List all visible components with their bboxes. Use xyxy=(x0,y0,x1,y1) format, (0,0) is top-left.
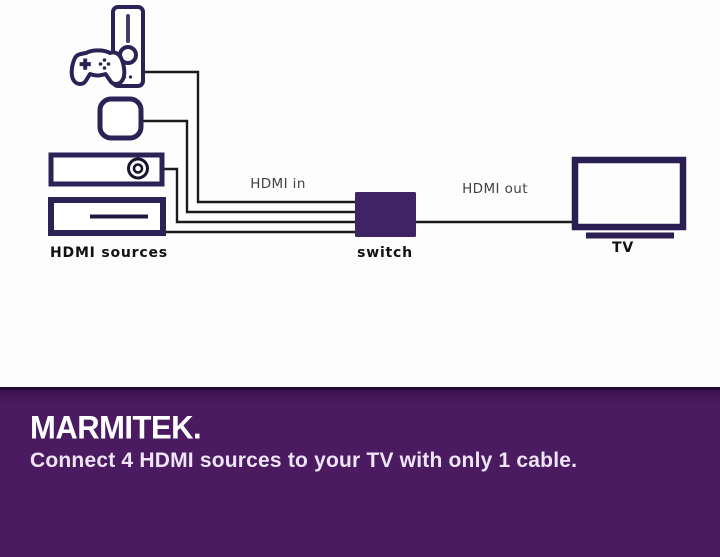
cable-dvd-to-switch xyxy=(162,167,355,224)
brand-logo: MARMITEK. xyxy=(30,409,202,447)
hdmi-out-label: HDMI out xyxy=(462,181,528,197)
connection-diagram: HDMI in HDMI out HDMI sources switch TV xyxy=(48,5,687,261)
brand-banner: MARMITEK. Connect 4 HDMI sources to your… xyxy=(0,387,720,557)
hdmi-in-label: HDMI in xyxy=(250,176,306,192)
banner-tagline: Connect 4 HDMI sources to your TV with o… xyxy=(30,449,578,472)
tv-icon xyxy=(571,156,687,239)
tv-label: TV xyxy=(612,240,634,256)
hdmi-sources-label: HDMI sources xyxy=(50,245,168,261)
diagram-canvas xyxy=(48,5,687,239)
media-player-icon xyxy=(48,197,166,236)
hdmi-switch-icon xyxy=(355,192,416,237)
switch-label: switch xyxy=(357,245,413,261)
cable-streamingbox-to-switch xyxy=(143,119,355,214)
streaming-box-icon xyxy=(97,96,144,141)
cable-console-to-switch xyxy=(143,70,355,204)
dvd-player-icon xyxy=(48,152,165,187)
cables xyxy=(143,70,575,234)
game-controller-icon xyxy=(69,48,127,86)
